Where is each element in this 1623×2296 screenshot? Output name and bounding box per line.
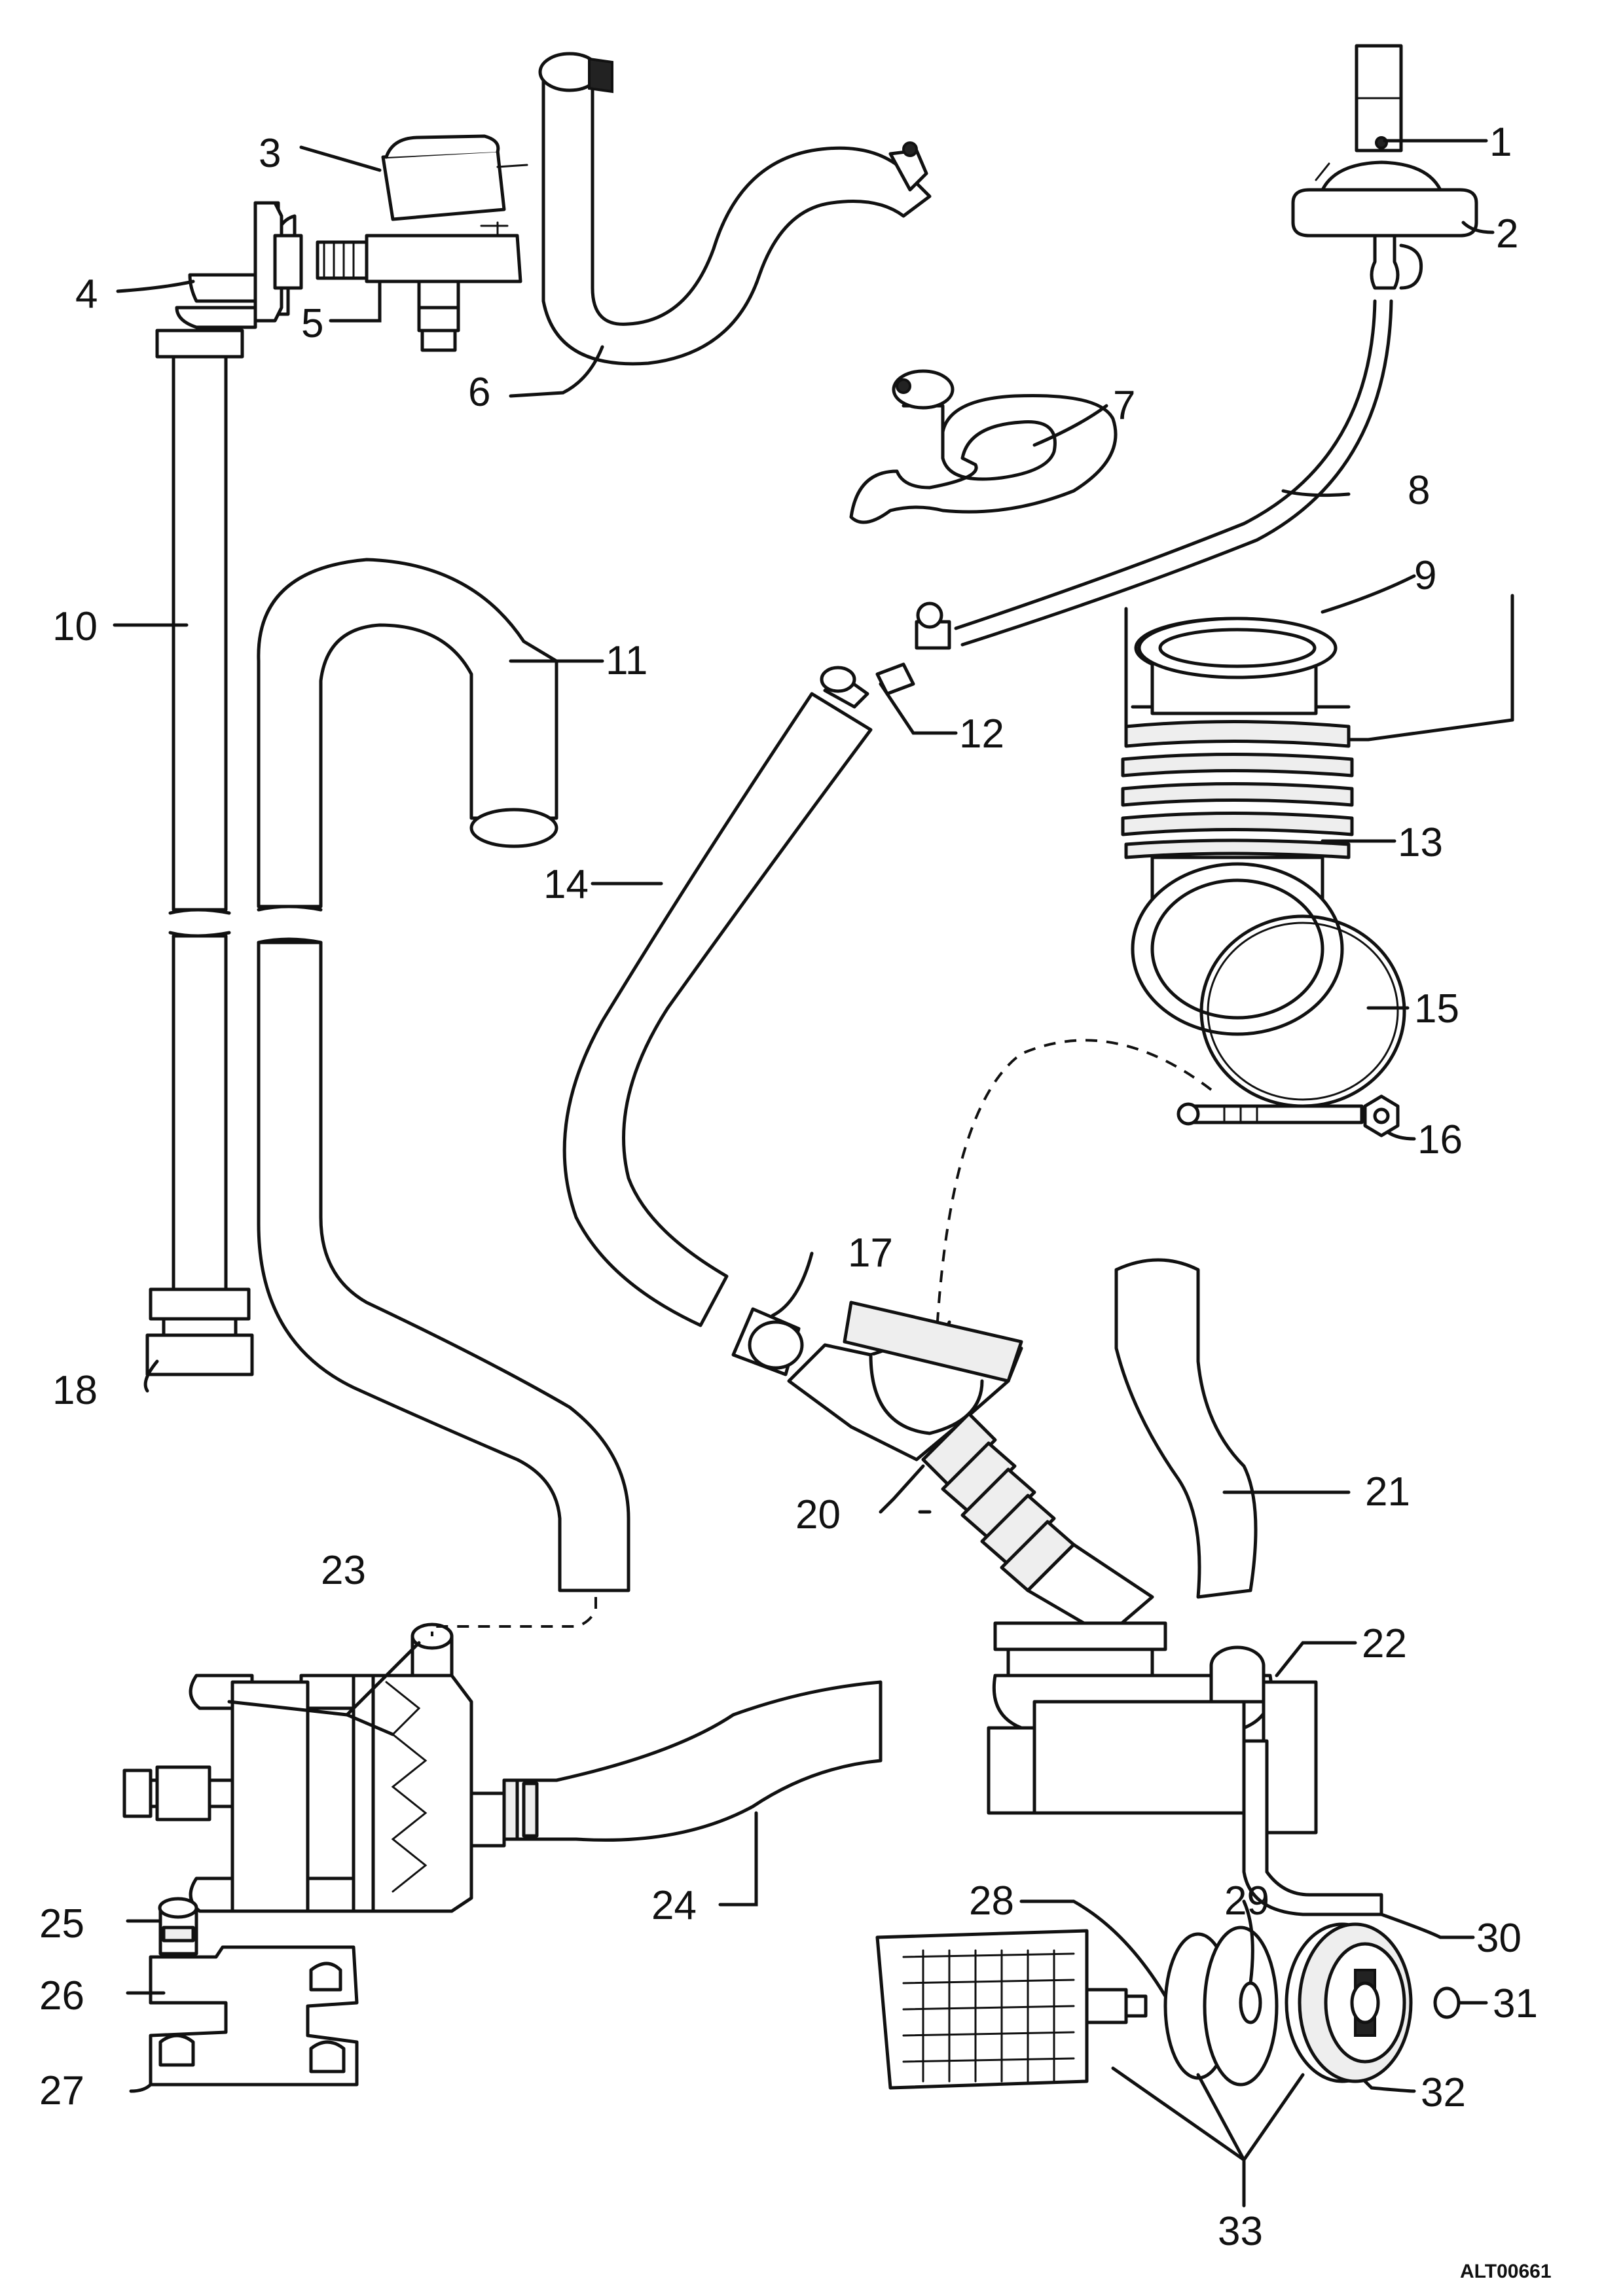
callout-28: 28: [969, 1878, 1014, 1924]
part-17-coupling: [731, 1307, 804, 1376]
part-24-outlet-hose: [502, 1680, 883, 1842]
callout-3: 3: [259, 131, 281, 176]
part-11-drain-hose: [257, 558, 630, 1592]
callout-5: 5: [301, 301, 323, 346]
callout-2: 2: [1496, 211, 1518, 257]
install-path-hose: [431, 1597, 597, 1636]
leader-lines: [113, 139, 1495, 2208]
callout-17: 17: [848, 1230, 893, 1276]
callout-21: 21: [1365, 1469, 1410, 1515]
callout-11: 11: [606, 638, 647, 683]
part-32-pulley: [1285, 1922, 1413, 2083]
callout-25: 25: [39, 1901, 84, 1946]
callout-22: 22: [1362, 1621, 1407, 1666]
drawing-reference: ALT00661: [1460, 2261, 1552, 2282]
part-9-boot-ring: [1137, 617, 1338, 679]
part-15-clamp-band: [1176, 914, 1406, 1126]
callout-12: 12: [959, 711, 1004, 757]
callout-33: 33: [1218, 2209, 1263, 2254]
part-10-fill-hose: [149, 329, 251, 1321]
callout-26: 26: [39, 1973, 84, 2018]
part-25-plug: [158, 1897, 198, 1956]
callout-20: 20: [795, 1492, 841, 1537]
callout-16: 16: [1417, 1117, 1463, 1162]
part-8-air-tube: [915, 299, 1393, 650]
callout-labels: 1 2 3 4 5 6 7 8 9 10 11 12 13 14 15 16 1…: [39, 120, 1552, 2282]
callout-23: 23: [321, 1548, 366, 1593]
part-30-bracket: [1242, 1739, 1383, 1916]
callout-9: 9: [1414, 553, 1436, 598]
install-path-clamp: [935, 1039, 1213, 1342]
part-7-hook-hose: [849, 369, 1118, 524]
callout-14: 14: [543, 862, 589, 907]
callout-8: 8: [1408, 468, 1430, 513]
callout-6: 6: [468, 370, 490, 415]
part-4-elbow-fitting: [175, 201, 303, 329]
part-14-drain-hose: [562, 666, 873, 1327]
callout-31: 31: [1493, 1981, 1538, 2026]
part-23-pump-assembly: [122, 1623, 506, 1913]
part-6-hose-with-clamps: [538, 52, 932, 366]
part-16-nut: [1363, 1094, 1400, 1138]
callout-13: 13: [1398, 820, 1443, 865]
callout-10: 10: [52, 604, 98, 649]
part-21-curved-hose: [1114, 1258, 1258, 1599]
part-3-water-valve-solenoid: [381, 134, 528, 237]
callout-15: 15: [1414, 986, 1459, 1031]
part-29-impeller: [1163, 1926, 1279, 2087]
part-31-nut: [1433, 1986, 1461, 2019]
part-22-pump-housing: [987, 1621, 1318, 1835]
callout-1: 1: [1489, 120, 1512, 165]
part-1-switch-tube: [1355, 44, 1403, 152]
callout-18: 18: [52, 1368, 98, 1413]
callout-24: 24: [651, 1883, 697, 1928]
callout-29: 29: [1224, 1878, 1269, 1924]
part-20-pump-inlet-bellows: [787, 1300, 1154, 1638]
part-28-filter-screen: [875, 1929, 1148, 2090]
callout-7: 7: [1113, 383, 1135, 428]
part-27-bracket-plate: [149, 1945, 359, 2087]
callout-32: 32: [1421, 2070, 1466, 2115]
callout-27: 27: [39, 2068, 84, 2113]
callout-4: 4: [75, 272, 98, 317]
part-18-hose-coupling: [145, 1317, 254, 1376]
part-5-valve-body: [316, 234, 522, 352]
callout-30: 30: [1476, 1916, 1522, 1961]
part-2-pressure-switch: [1291, 160, 1478, 290]
